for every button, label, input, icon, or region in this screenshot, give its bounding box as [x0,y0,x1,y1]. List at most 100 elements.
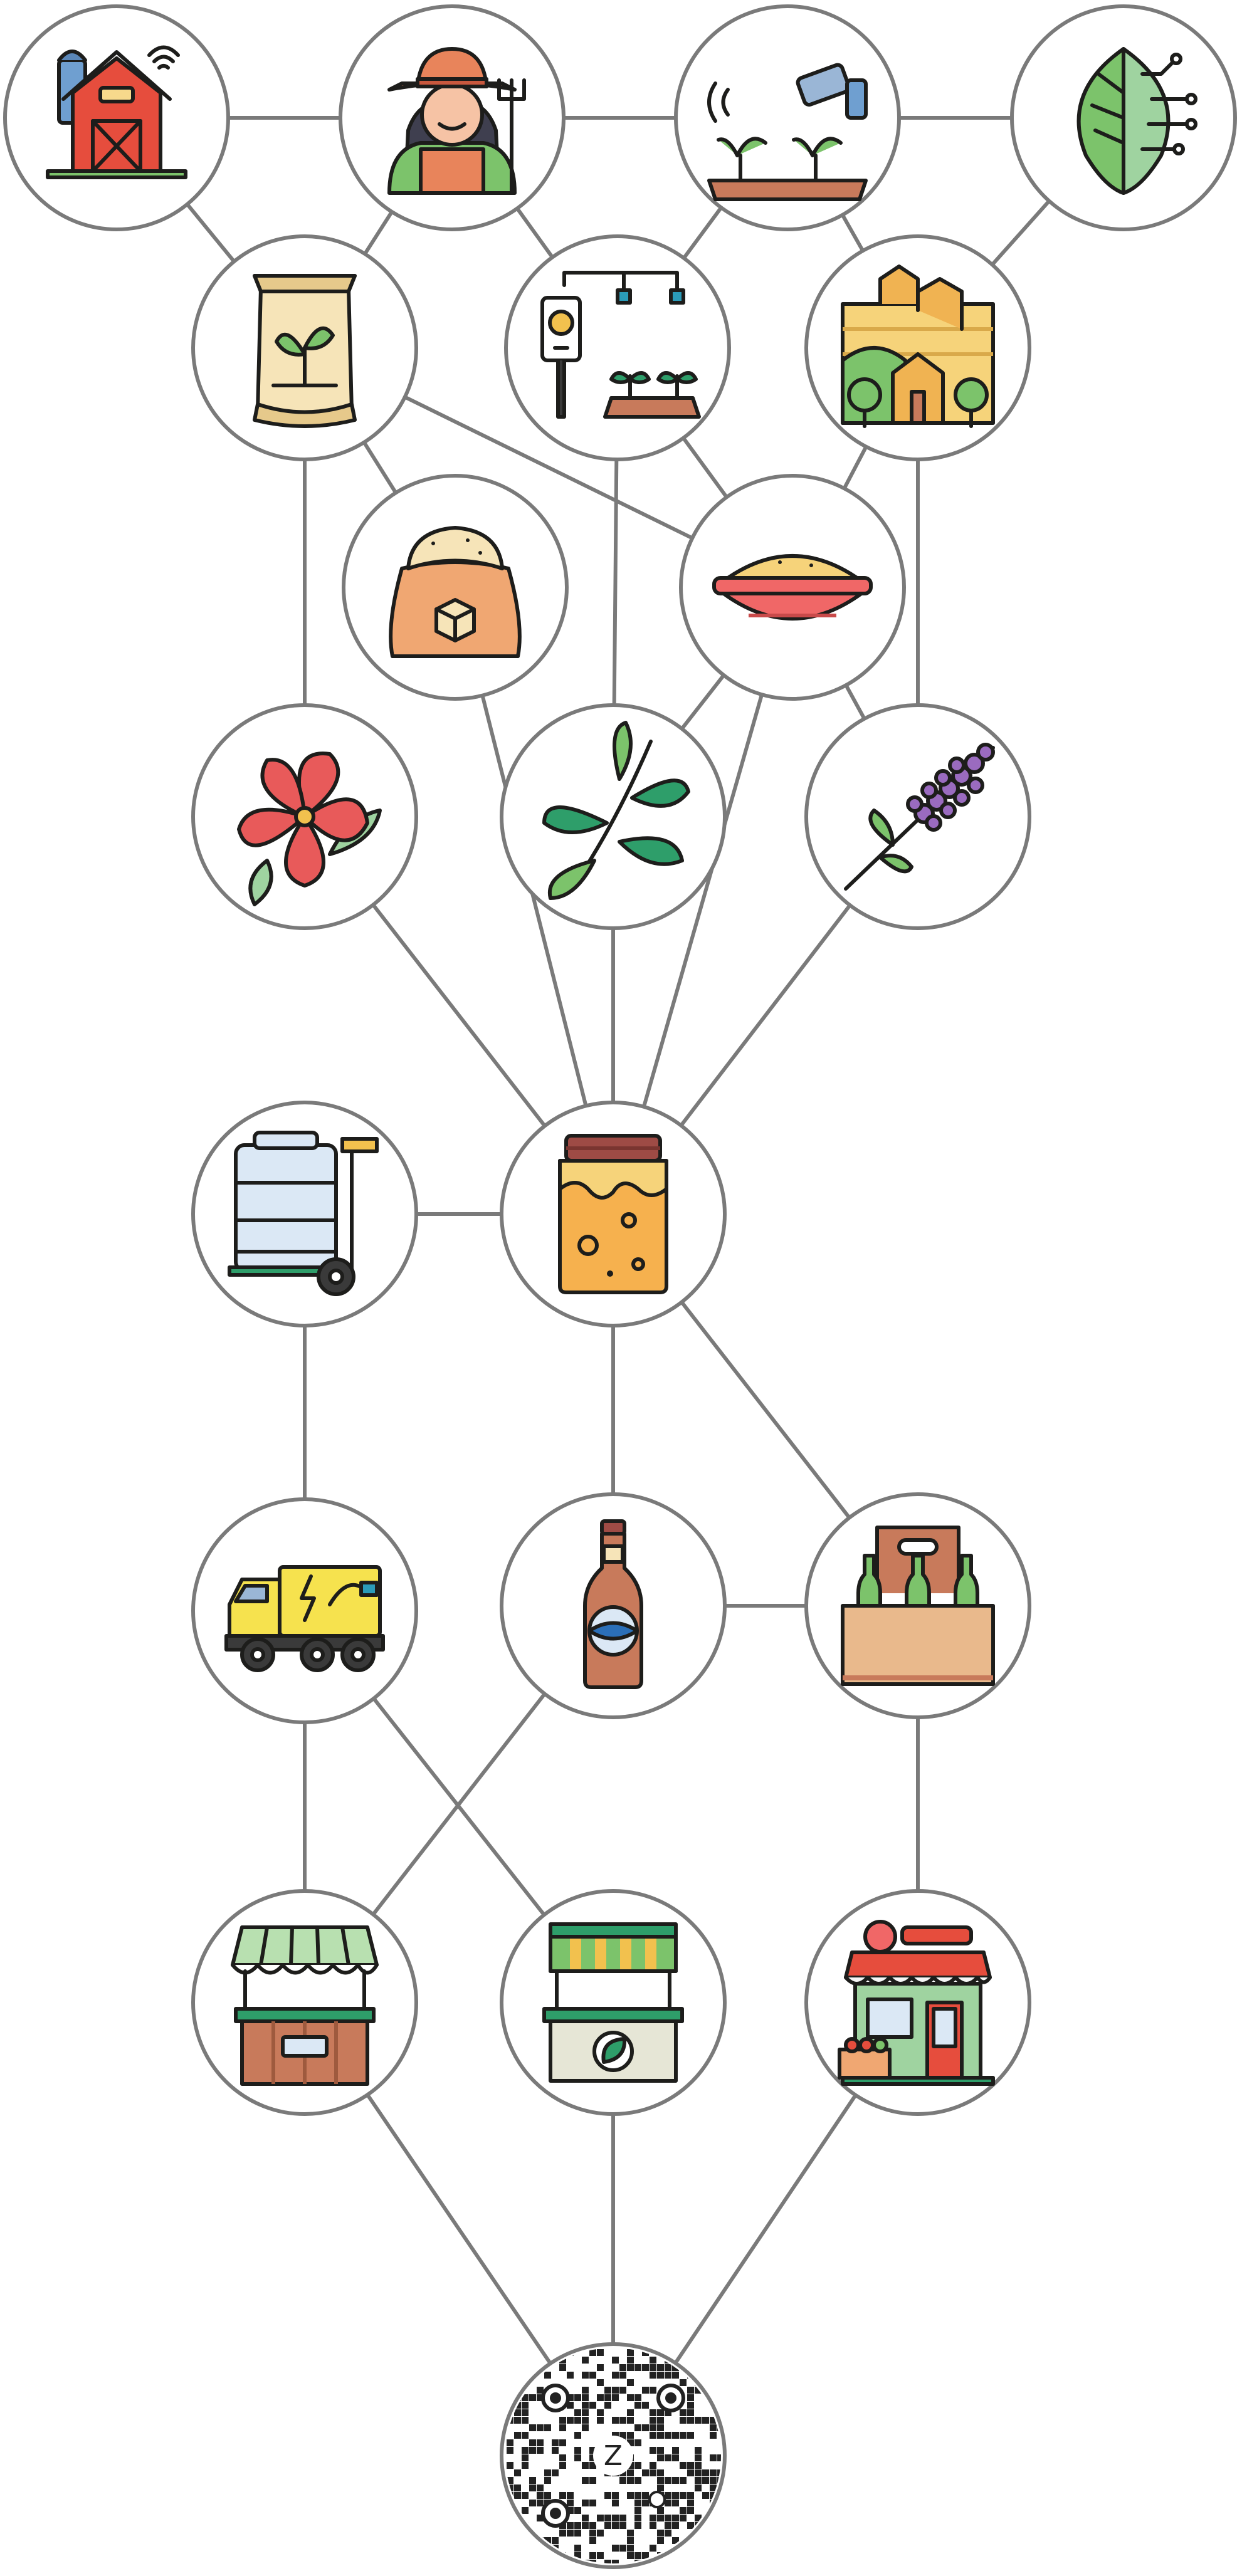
qr-module [529,2484,536,2491]
node-brew-jar[interactable] [502,1102,725,1326]
node-grocery-store[interactable] [806,1891,1029,2114]
qr-module [582,2417,589,2424]
node-seed-bag[interactable] [193,236,416,459]
qr-module [650,2522,656,2529]
qr-module [680,2462,687,2469]
qr-module [642,2469,649,2476]
node-bottle-crate[interactable] [806,1494,1029,1717]
qr-module [537,2500,544,2506]
node-keg-trolley[interactable] [193,1102,416,1326]
node-lavender[interactable] [806,705,1029,928]
qr-module [695,2552,702,2559]
qr-module [634,2507,641,2514]
qr-module [619,2515,626,2521]
qr-module [650,2432,656,2439]
qr-module [559,2424,566,2431]
qr-module [604,2515,611,2521]
qr-module [537,2447,544,2454]
qr-module [604,2387,611,2394]
node-sensor-camera[interactable] [676,6,899,229]
qr-module [522,2402,529,2409]
qr-module [672,2454,679,2461]
node-beer-bottle[interactable] [502,1494,725,1717]
node-herb[interactable] [502,705,725,928]
qr-module [604,2522,611,2529]
qr-module [597,2530,604,2537]
qr-module [597,2394,604,2401]
qr-module [695,2537,702,2544]
qr-module [642,2387,649,2394]
qr-module [687,2500,694,2506]
node-hibiscus[interactable] [193,705,416,928]
qr-module [665,2364,671,2371]
qr-module [634,2394,641,2401]
qr-module [582,2394,589,2401]
qr-module [642,2364,649,2371]
qr-module [702,2530,709,2537]
qr-module [597,2417,604,2424]
node-village[interactable] [806,236,1029,459]
fermentation-jar-icon [560,1136,666,1292]
qr-module [589,2500,596,2506]
qr-module [672,2432,679,2439]
qr-module [687,2545,694,2552]
qr-module [687,2409,694,2416]
qr-module [574,2417,581,2424]
node-grain-bowl[interactable] [681,476,904,699]
node-market-stall[interactable] [193,1891,416,2114]
qr-module [597,2349,604,2356]
qr-module [582,2372,589,2379]
qr-module [702,2469,709,2476]
qr-module [589,2522,596,2529]
qr-module [702,2492,709,2499]
qr-module [507,2515,513,2521]
qr-module [612,2545,619,2552]
qr-module [567,2372,574,2379]
qr-module [627,2432,634,2439]
qr-module [650,2424,656,2431]
qr-module [672,2522,679,2529]
qr-module [522,2454,529,2461]
qr-module [672,2560,679,2567]
qr-module [612,2492,619,2499]
qr-module [514,2364,521,2371]
node-qr-code[interactable]: Z [502,2344,725,2567]
qr-module [634,2522,641,2529]
node-electric-truck[interactable] [193,1499,416,1722]
qr-module [514,2552,521,2559]
qr-module [537,2552,544,2559]
qr-module [665,2477,671,2484]
qr-module [650,2515,656,2521]
qr-module [559,2439,566,2446]
qr-module [582,2387,589,2394]
qr-module [710,2477,717,2484]
seed-bag-icon [255,276,355,426]
qr-module [627,2394,634,2401]
qr-module [680,2560,687,2567]
qr-module [574,2447,581,2454]
qr-module [574,2432,581,2439]
qr-module [710,2522,717,2529]
qr-module [574,2530,581,2537]
qr-module [537,2492,544,2499]
qr-module [672,2500,679,2506]
qr-module [507,2552,513,2559]
node-digital-leaf[interactable] [1012,6,1235,229]
qr-module [634,2402,641,2409]
node-green-shop[interactable] [502,1891,725,2114]
qr-module [657,2515,664,2521]
qr-module [634,2492,641,2499]
node-grain-sack[interactable] [344,476,567,699]
node-irrigation[interactable] [506,236,729,459]
qr-module [710,2560,717,2567]
node-smart-farm[interactable] [5,6,228,229]
qr-module [507,2394,513,2401]
qr-module [695,2484,702,2491]
qr-module [650,2364,656,2371]
qr-module [657,2469,664,2476]
qr-module [695,2462,702,2469]
node-farmer[interactable] [340,6,564,229]
qr-module [522,2507,529,2514]
qr-module [574,2409,581,2416]
qr-module [507,2372,513,2379]
